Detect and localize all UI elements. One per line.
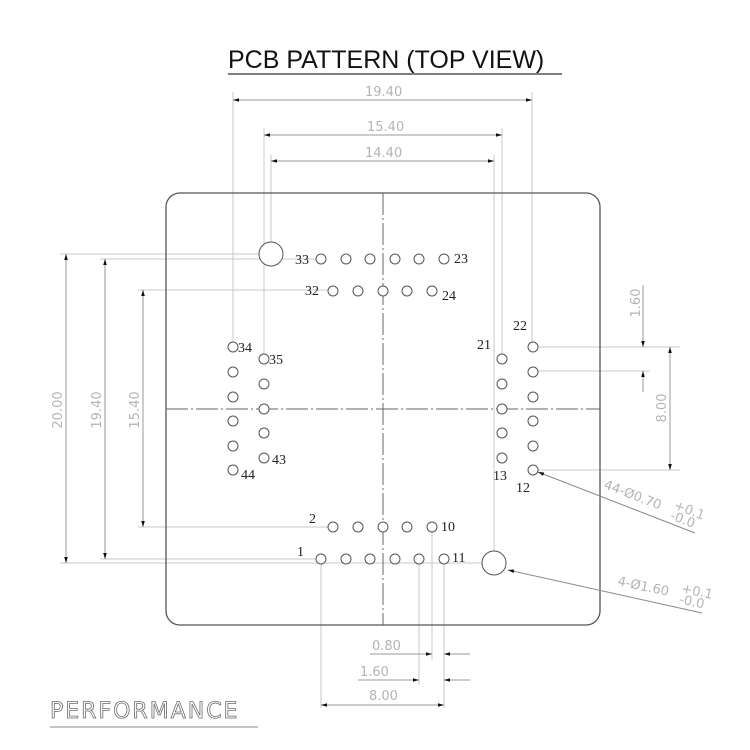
pins-left-outer <box>227 341 239 476</box>
dim-left-inner: 15.40 <box>128 391 143 428</box>
pins-top-inner <box>327 285 438 297</box>
pin-label-32: 32 <box>305 284 319 299</box>
pin-label-23: 23 <box>454 252 468 267</box>
dim-top-outer: 19.40 <box>365 85 402 100</box>
svg-text:-0.0: -0.0 <box>678 592 706 612</box>
large-hole-bottom-right <box>481 550 507 576</box>
pin-label-33: 33 <box>295 253 309 268</box>
pins-right-inner <box>496 353 508 464</box>
callout-large-holes: 4-Ø1.60 +0.1 -0.0 <box>616 574 714 612</box>
pins-right-outer <box>527 341 539 476</box>
dim-left-middle: 19.40 <box>90 391 105 428</box>
pin-label-11: 11 <box>452 551 465 566</box>
pin-label-13: 13 <box>493 469 507 484</box>
callouts: 44-Ø0.70 +0.1 -0.0 4-Ø1.60 +0.1 -0.0 <box>507 471 714 614</box>
pin-label-35: 35 <box>269 353 283 368</box>
center-lines <box>166 193 600 625</box>
pin-label-43: 43 <box>272 453 286 468</box>
pin-label-34: 34 <box>238 341 252 356</box>
pins-bottom-inner <box>327 521 438 533</box>
bottom-dimensions: 0.80 1.60 8.00 <box>321 639 470 707</box>
right-dimensions: 1.60 8.00 <box>629 285 672 470</box>
svg-text:+0.1: +0.1 <box>680 582 714 603</box>
dim-bottom-half-pitch: 0.80 <box>372 639 401 654</box>
svg-text:44-Ø0.70: 44-Ø0.70 <box>602 478 664 514</box>
pin-label-24: 24 <box>442 289 456 304</box>
dim-right-span: 8.00 <box>655 394 670 423</box>
pin-label-12: 12 <box>516 481 530 496</box>
page-title: PCB PATTERN (TOP VIEW) <box>228 46 544 74</box>
pin-labels: 33 23 32 24 34 35 43 44 21 22 13 12 2 10… <box>238 252 530 566</box>
pins-left-inner <box>258 353 270 464</box>
top-dimensions: 19.40 15.40 14.40 <box>233 85 532 163</box>
dim-left-outer: 20.00 <box>51 391 66 428</box>
dim-bottom-pitch: 1.60 <box>360 665 389 680</box>
pin-label-22: 22 <box>513 319 527 334</box>
pin-label-10: 10 <box>441 520 455 535</box>
pin-label-44: 44 <box>241 468 255 483</box>
dim-top-middle: 15.40 <box>367 120 404 135</box>
pin-label-2: 2 <box>309 512 316 527</box>
dim-top-inner: 14.40 <box>365 146 402 161</box>
dim-right-pitch: 1.60 <box>629 289 644 318</box>
extension-lines <box>60 92 680 708</box>
dim-bottom-span: 8.00 <box>369 689 398 704</box>
brand-logo: PERFORMANCE <box>50 699 239 724</box>
pin-label-21: 21 <box>477 338 491 353</box>
pin-label-1: 1 <box>297 545 304 560</box>
left-dimensions: 20.00 19.40 15.40 <box>51 254 145 563</box>
pins-bottom-outer <box>315 553 450 565</box>
callout-small-holes: 44-Ø0.70 +0.1 -0.0 <box>602 478 707 532</box>
large-holes <box>258 241 507 576</box>
pins-top-outer <box>315 253 450 265</box>
large-hole-top-left <box>258 241 284 267</box>
